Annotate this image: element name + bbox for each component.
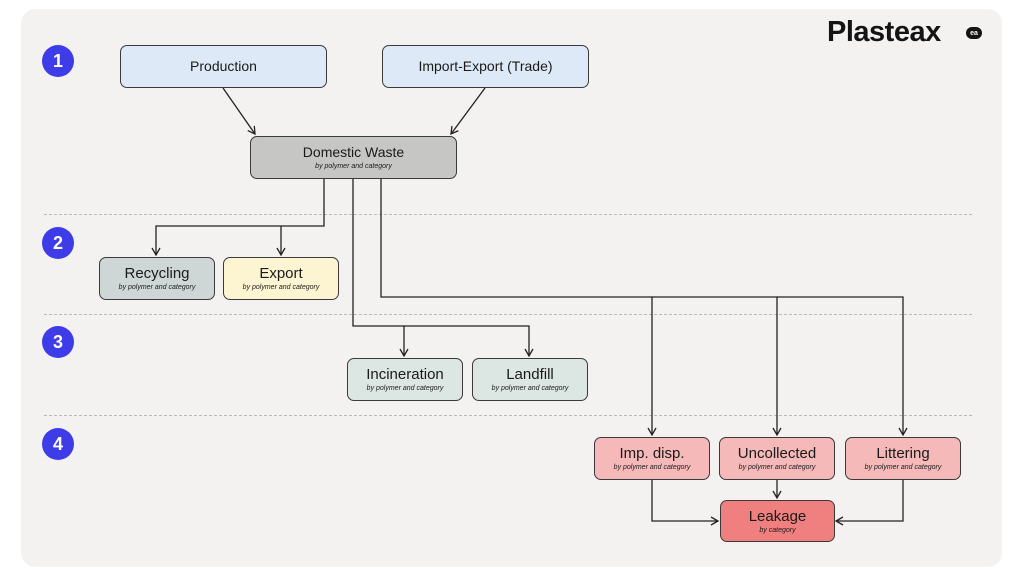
node-export-label: Export	[259, 265, 303, 282]
node-imp-disp: Imp. disp. by polymer and category	[594, 437, 710, 480]
node-production: Production	[120, 45, 327, 88]
node-recycling: Recycling by polymer and category	[99, 257, 215, 300]
edge-domestic-to-recycling	[151, 179, 325, 257]
node-domestic-waste-label: Domestic Waste	[302, 144, 405, 160]
node-incineration: Incineration by polymer and category	[347, 358, 463, 401]
brand-logo-badge: ea	[966, 27, 982, 39]
node-uncollected-label: Uncollected	[737, 445, 817, 462]
node-landfill: Landfill by polymer and category	[472, 358, 588, 401]
node-recycling-label: Recycling	[124, 265, 190, 282]
stage-divider-2	[44, 314, 972, 315]
edge-trade-to-domestic	[450, 87, 486, 136]
node-landfill-label: Landfill	[506, 366, 554, 383]
edge-domestic-to-imp-disp	[380, 179, 657, 437]
stage-4-marker: 4	[42, 428, 74, 460]
stage-divider-3	[44, 415, 972, 416]
node-littering-label: Littering	[876, 445, 930, 462]
edge-littering-to-leakage	[834, 480, 904, 526]
node-imp-disp-sub: by polymer and category	[613, 464, 691, 471]
node-littering-sub: by polymer and category	[864, 464, 942, 471]
node-leakage-sub: by category	[759, 526, 796, 534]
node-recycling-sub: by polymer and category	[118, 284, 196, 291]
edge-production-to-domestic	[222, 87, 256, 136]
edge-domestic-to-littering	[777, 296, 908, 437]
node-landfill-sub: by polymer and category	[491, 385, 569, 392]
stage-3-marker: 3	[42, 326, 74, 358]
node-imp-disp-label: Imp. disp.	[619, 445, 685, 462]
node-domestic-waste: Domestic Waste by polymer and category	[250, 136, 457, 179]
node-trade-label: Import-Export (Trade)	[418, 58, 553, 74]
node-export-sub: by polymer and category	[242, 284, 320, 291]
edge-domestic-to-landfill	[404, 325, 534, 358]
node-domestic-waste-sub: by polymer and category	[315, 163, 392, 170]
node-incineration-sub: by polymer and category	[366, 385, 444, 392]
node-export: Export by polymer and category	[223, 257, 339, 300]
brand-logo: Plasteax	[827, 16, 941, 48]
edge-domestic-to-uncollected	[652, 296, 782, 437]
stage-divider-1	[44, 214, 972, 215]
node-littering: Littering by polymer and category	[845, 437, 961, 480]
node-uncollected: Uncollected by polymer and category	[719, 437, 835, 480]
stage-1-marker: 1	[42, 45, 74, 77]
edge-domestic-to-incineration	[352, 179, 409, 358]
node-leakage: Leakage by category	[720, 500, 835, 542]
stage-2-marker: 2	[42, 227, 74, 259]
node-trade: Import-Export (Trade)	[382, 45, 589, 88]
node-production-label: Production	[190, 58, 257, 74]
node-uncollected-sub: by polymer and category	[738, 464, 816, 471]
node-incineration-label: Incineration	[366, 366, 444, 383]
node-leakage-label: Leakage	[748, 507, 807, 525]
edge-imp-disp-to-leakage	[651, 480, 720, 526]
